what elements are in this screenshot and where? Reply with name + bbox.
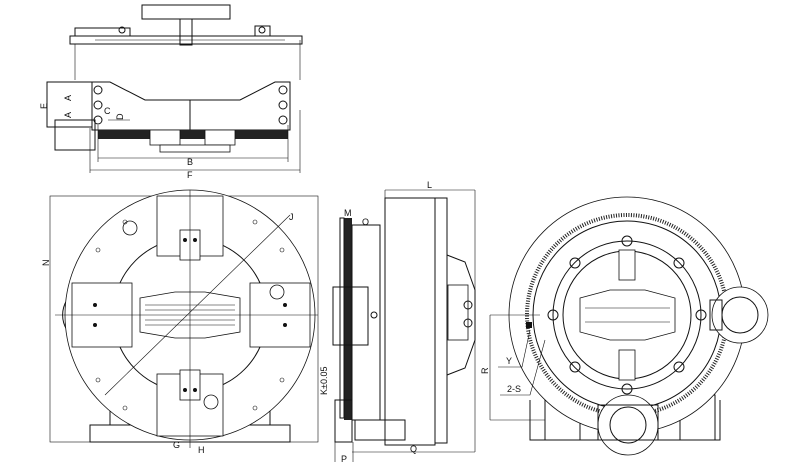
dim-h: H — [198, 445, 205, 455]
rear-view: R Y 2-S — [480, 196, 769, 456]
dim-y: Y — [506, 356, 512, 366]
dim-f: F — [187, 170, 193, 180]
dim-b: B — [187, 157, 193, 167]
dim-n: N — [41, 260, 51, 267]
dim-d: D — [115, 113, 125, 120]
front-view: N J K±0.05 G H — [41, 189, 329, 455]
dim-a-upper: A — [63, 95, 73, 101]
dim-2-s: 2-S — [507, 384, 521, 394]
dim-c: C — [104, 106, 111, 116]
side-view: L M O P Q — [332, 180, 476, 464]
dim-r: R — [480, 367, 490, 374]
dim-e: E — [39, 103, 49, 109]
dim-p: P — [341, 454, 347, 464]
dim-q: Q — [410, 444, 417, 454]
dim-g: G — [173, 440, 180, 450]
top-view: A A B C D E F — [39, 4, 303, 180]
dim-o: O — [362, 217, 369, 227]
dim-m: M — [344, 208, 352, 218]
dim-k: K±0.05 — [319, 367, 329, 395]
dim-a-lower: A — [63, 112, 73, 118]
dim-l: L — [427, 180, 432, 190]
dim-j: J — [289, 212, 294, 222]
